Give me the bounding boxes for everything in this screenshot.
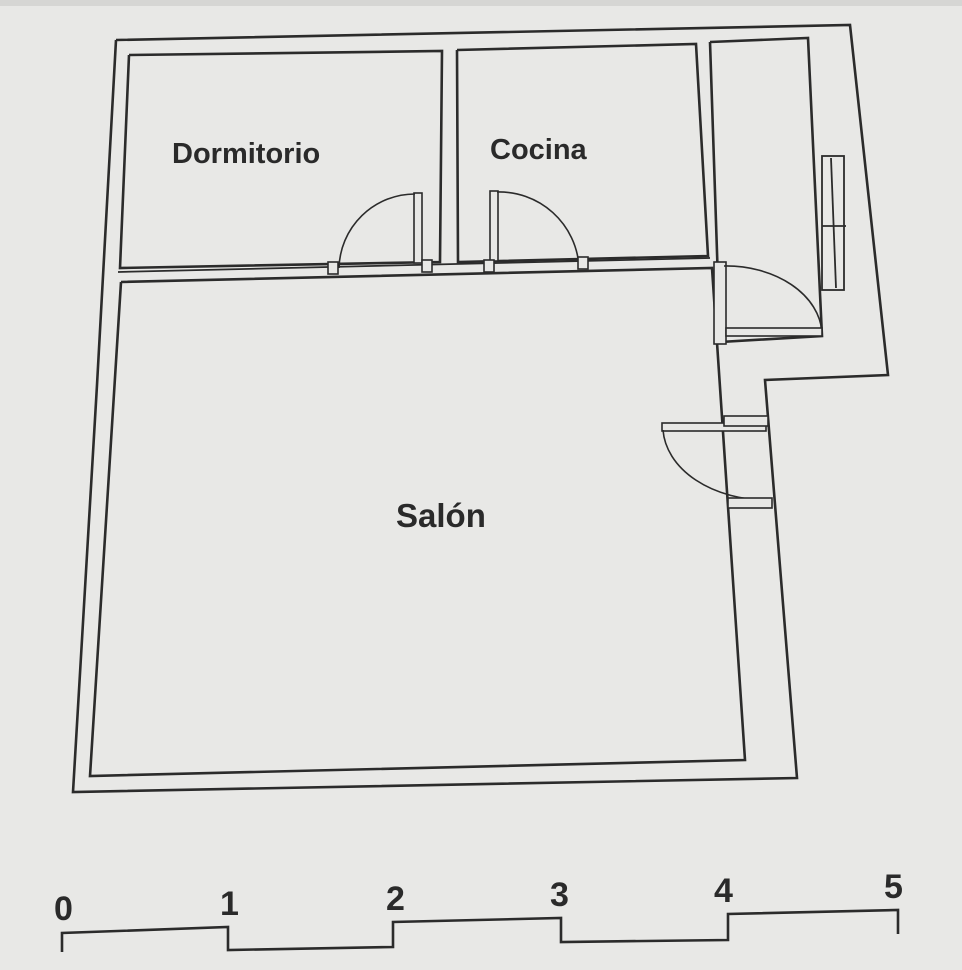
salon-wall xyxy=(88,266,747,778)
scale-tick-4: 4 xyxy=(714,872,733,910)
scale-tick-2: 2 xyxy=(386,880,405,918)
room-label-cocina: Cocina xyxy=(490,134,588,166)
scale-bar: 0 1 2 3 4 5 xyxy=(54,868,903,952)
window-right xyxy=(821,155,846,291)
paper-edge xyxy=(0,0,962,6)
room-label-dormitorio: Dormitorio xyxy=(172,138,320,170)
interior-wall-top xyxy=(117,257,711,273)
cocina-room: Cocina xyxy=(455,42,710,264)
door-bathroom xyxy=(713,261,823,345)
outer-wall xyxy=(71,23,890,794)
door-entrance xyxy=(661,415,773,509)
scale-tick-1: 1 xyxy=(220,885,239,923)
door-cocina xyxy=(483,190,589,273)
scale-tick-5: 5 xyxy=(884,868,903,906)
door-dormitorio xyxy=(327,192,433,275)
scale-tick-0: 0 xyxy=(54,890,73,928)
dormitorio-room: Dormitorio xyxy=(118,49,444,270)
scale-tick-3: 3 xyxy=(550,876,569,914)
room-label-salon: Salón xyxy=(396,497,486,534)
